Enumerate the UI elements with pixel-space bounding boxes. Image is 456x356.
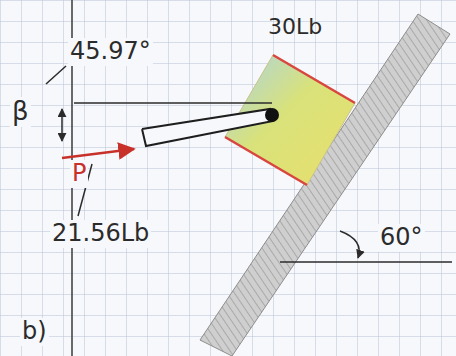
label-slot: P <box>70 160 88 188</box>
horizontal-reference <box>74 102 272 104</box>
pin-dot <box>265 108 279 122</box>
incline-plane <box>200 14 450 356</box>
dimension-label: β <box>10 97 31 127</box>
push-rod <box>142 109 273 146</box>
block-node: 30Lb <box>210 14 365 190</box>
label-slot: b) <box>20 318 49 346</box>
weight-label: 30Lb <box>266 14 324 39</box>
label-slot: 21.56Lb <box>50 220 151 248</box>
label-slot: β <box>10 97 31 127</box>
dimension-label: 21.56Lb <box>50 220 151 248</box>
block-shape <box>210 14 365 190</box>
dimension-label: 45.97° <box>68 38 153 66</box>
dimension-label: 60° <box>378 224 425 252</box>
force-arrow <box>62 149 134 158</box>
angle-arc <box>340 231 359 258</box>
block-edge <box>225 137 307 185</box>
label-slot: 60° <box>378 224 425 252</box>
angle-dimension <box>61 109 63 141</box>
dimension-label: P <box>70 160 88 188</box>
horizontal-reference <box>280 261 452 263</box>
leader-line <box>46 66 66 84</box>
label-slot: 45.97° <box>68 38 153 66</box>
block-edge <box>273 55 355 103</box>
dimension-label: b) <box>20 318 49 346</box>
